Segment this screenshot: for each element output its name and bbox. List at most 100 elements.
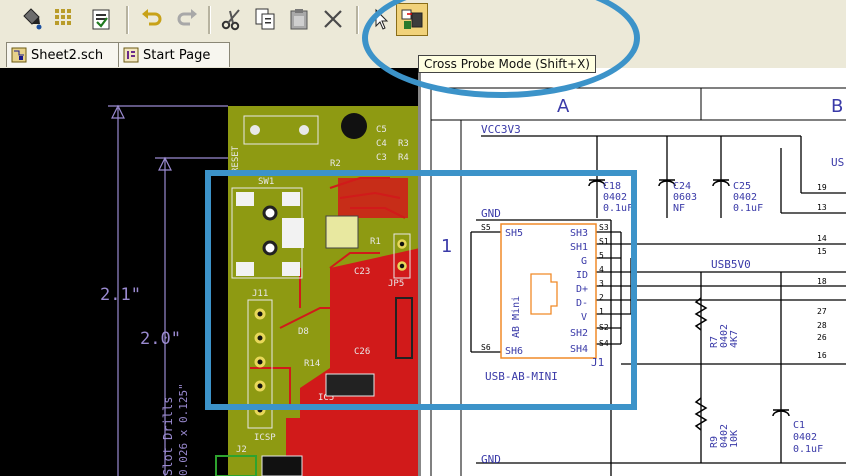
start-page-icon	[123, 47, 139, 63]
c25-package: 0402	[733, 192, 757, 203]
slot-drill-size: 0.026 x 0.125"	[177, 383, 190, 476]
edge-pin-13: 13	[817, 203, 827, 212]
net-gnd-top: GND	[481, 207, 501, 220]
edge-pin-14: 14	[817, 234, 827, 243]
pin-sh3: SH3	[570, 228, 588, 239]
jp5-label: JP5	[388, 279, 404, 289]
j11-label: J11	[252, 289, 268, 299]
r9-value: 10K	[729, 430, 740, 448]
delete-icon[interactable]	[318, 4, 348, 34]
r2-label: R2	[330, 159, 341, 169]
schematic-wires	[470, 135, 846, 476]
pin-num-2: 2	[599, 293, 604, 302]
pin-sh4: SH4	[570, 344, 588, 355]
tab-label: Sheet2.sch	[31, 47, 104, 63]
net-usb5v0: USB5V0	[711, 258, 751, 271]
cut-icon[interactable]	[217, 4, 247, 34]
c4-label: C4	[376, 139, 387, 149]
edge-pin-27: 27	[817, 307, 827, 316]
r14-label: R14	[304, 359, 320, 369]
copper-traces	[250, 177, 406, 408]
pcb-components	[215, 113, 413, 476]
tab-start-page[interactable]: Start Page	[118, 42, 230, 67]
c24-package: 0603	[673, 192, 697, 203]
edge-pin-26: 26	[817, 333, 827, 342]
pin-num-s1: S1	[599, 237, 609, 246]
r1-label: R1	[370, 237, 381, 247]
c18-ref: C18	[603, 181, 621, 192]
pin-dplus: D+	[576, 284, 588, 295]
dimension-outer-label: 2.1"	[100, 285, 141, 305]
c24-value: NF	[673, 203, 685, 214]
schematic-canvas: A B 1	[430, 87, 846, 476]
connector-value: USB-AB-MINI	[485, 370, 558, 383]
pin-num-4: 4	[599, 265, 604, 274]
c1-value: 0.1uF	[793, 444, 823, 455]
pin-sh1: SH1	[570, 242, 588, 253]
net-gnd-bottom: GND	[481, 453, 501, 466]
r3-label: R3	[398, 139, 409, 149]
pin-num-s2: S2	[599, 323, 609, 332]
pin-sh6: SH6	[505, 346, 523, 357]
r9-ref: R9	[709, 436, 720, 448]
tab-label: Start Page	[143, 47, 211, 63]
slot-drill-note: Slot Drills	[161, 397, 175, 476]
pin-num-1: 1	[599, 307, 604, 316]
edge-pin-15: 15	[817, 247, 827, 256]
dimension-lines	[108, 104, 228, 476]
net-vcc3v3: VCC3V3	[481, 123, 521, 136]
reset-label: RESET	[231, 145, 241, 173]
c23-label: C23	[354, 267, 370, 277]
r7-ref: R7	[709, 336, 720, 348]
c25-value: 0.1uF	[733, 203, 763, 214]
pin-num-3: 3	[599, 279, 604, 288]
edge-pin-19: 19	[817, 183, 827, 192]
connector-body-text: AB Mini	[511, 296, 522, 338]
c5-label: C5	[376, 125, 387, 135]
undo-icon[interactable]	[137, 4, 167, 34]
c1-ref: C1	[793, 420, 805, 431]
row-1-label: 1	[441, 236, 452, 257]
c25-ref: C25	[733, 181, 751, 192]
redo-icon[interactable]	[172, 4, 202, 34]
passive-symbols	[588, 179, 790, 431]
tab-sheet2-sch[interactable]: Sheet2.sch	[6, 42, 124, 67]
pin-num-s6: S6	[481, 343, 491, 352]
dimension-inner-label: 2.0"	[140, 329, 181, 349]
schematic-sheet-icon	[11, 47, 27, 63]
d8-label: D8	[298, 327, 309, 337]
pin-sh5: SH5	[505, 228, 523, 239]
pcb-canvas: 2.1" 2.0" Slot Drills 0.026 x 0.125" RES…	[100, 104, 420, 476]
pin-num-5: 5	[599, 251, 604, 260]
connector-ref: J1	[591, 356, 604, 369]
c18-package: 0402	[603, 192, 627, 203]
c1-package: 0402	[793, 432, 817, 443]
pin-dminus: D-	[576, 298, 588, 309]
pin-sh2: SH2	[570, 328, 588, 339]
paste-icon[interactable]	[284, 4, 314, 34]
net-us: US	[831, 156, 844, 169]
column-a-label: A	[557, 96, 570, 117]
document-properties-icon[interactable]	[86, 4, 116, 34]
grid-icon[interactable]	[50, 4, 80, 34]
r4-label: R4	[398, 153, 409, 163]
r7-value: 4K7	[729, 330, 740, 348]
r9-package: 0402	[719, 424, 730, 448]
edge-pin-16: 16	[817, 351, 827, 360]
pin-num-s5: S5	[481, 223, 491, 232]
usb-connector-body	[500, 223, 597, 359]
icsp-label: ICSP	[254, 433, 276, 443]
usb-port-symbol	[530, 273, 558, 315]
sw1-label: SW1	[258, 177, 274, 187]
j2-label: J2	[236, 445, 247, 455]
paint-bucket-icon[interactable]	[16, 4, 46, 34]
pin-id: ID	[576, 270, 588, 281]
c24-ref: C24	[673, 181, 691, 192]
ic5-label: IC5	[318, 393, 334, 403]
r7-package: 0402	[719, 324, 730, 348]
callout-ellipse	[362, 0, 640, 98]
copy-icon[interactable]	[250, 4, 280, 34]
edge-pin-18: 18	[817, 277, 827, 286]
pin-v: V	[581, 312, 587, 323]
pin-g: G	[581, 256, 587, 267]
